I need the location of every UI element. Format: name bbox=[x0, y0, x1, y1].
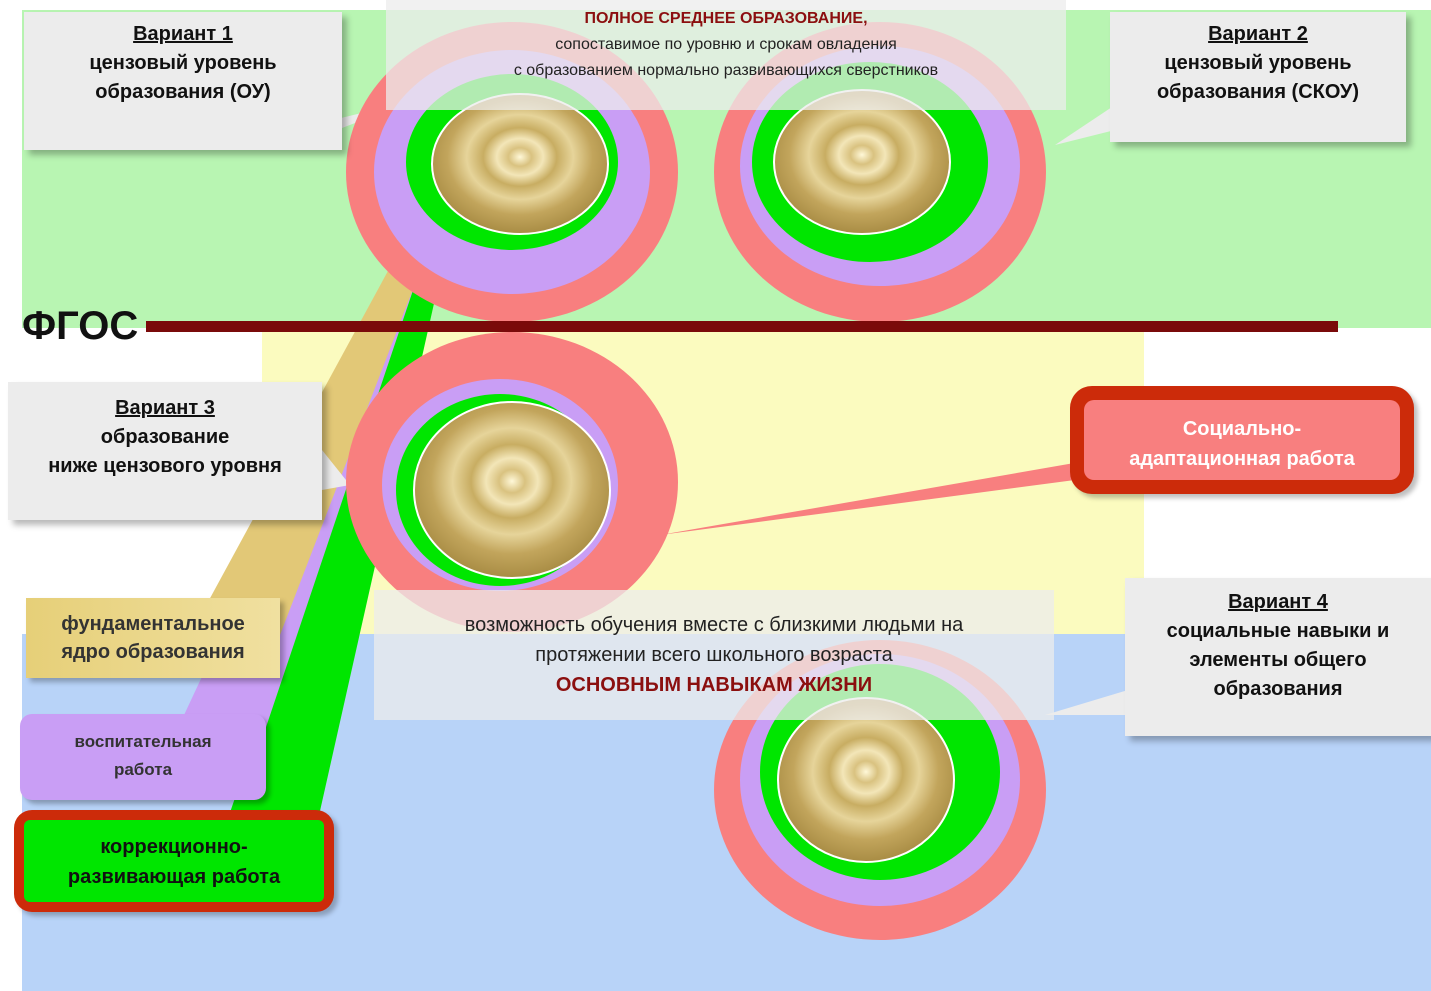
top-caption-line1: сопоставимое по уровню и срокам овладени… bbox=[555, 36, 897, 53]
variant-3-title: Вариант 3 bbox=[115, 397, 215, 419]
variant-1-title: Вариант 1 bbox=[133, 23, 233, 45]
fgos-line bbox=[146, 321, 1338, 332]
variant-3-line2: ниже цензового уровня bbox=[48, 455, 282, 477]
legend-social-adaptation: Социально- адаптационная работа bbox=[1070, 386, 1414, 494]
correction-inner: коррекционно- развивающая работа bbox=[24, 820, 324, 902]
pointer-social bbox=[660, 462, 1090, 535]
legend-educational-work: воспитательная работа bbox=[20, 714, 266, 800]
variant-4-title: Вариант 4 bbox=[1228, 591, 1328, 613]
bottom-caption-headline: ОСНОВНЫМ НАВЫКАМ ЖИЗНИ bbox=[555, 674, 873, 696]
variant-3-line1: образование bbox=[100, 426, 230, 448]
correction-line2: развивающая работа bbox=[67, 866, 281, 888]
educational-line1: воспитательная bbox=[74, 732, 212, 751]
fundamental-line2: ядро образования bbox=[61, 641, 245, 663]
top-caption-headline: ПОЛНОЕ СРЕДНЕЕ ОБРАЗОВАНИЕ, bbox=[584, 10, 868, 27]
bottom-caption-line1: возможность обучения вместе с близкими л… bbox=[464, 614, 964, 636]
variant-2-line2: образования (СКОУ) bbox=[1156, 81, 1360, 103]
callout-variant-2: Вариант 2 цензовый уровень образования (… bbox=[1110, 12, 1406, 142]
pointer-v3 bbox=[322, 450, 350, 490]
top-caption: ПОЛНОЕ СРЕДНЕЕ ОБРАЗОВАНИЕ, сопоставимое… bbox=[386, 0, 1066, 110]
legend-correction-work: коррекционно- развивающая работа bbox=[14, 810, 334, 912]
callout-variant-1: Вариант 1 цензовый уровень образования (… bbox=[24, 12, 342, 150]
variant-1-line2: образования (ОУ) bbox=[95, 81, 271, 103]
bottom-caption: возможность обучения вместе с близкими л… bbox=[374, 590, 1054, 720]
bottom-caption-line2: протяжении всего школьного возраста bbox=[535, 644, 893, 666]
social-inner: Социально- адаптационная работа bbox=[1084, 400, 1400, 480]
circle-variant-3 bbox=[346, 332, 678, 632]
social-line2: адаптационная работа bbox=[1129, 448, 1355, 470]
variant-1-line1: цензовый уровень bbox=[89, 52, 277, 74]
correction-line1: коррекционно- bbox=[100, 836, 248, 858]
variant-2-line1: цензовый уровень bbox=[1164, 52, 1352, 74]
callout-variant-3: Вариант 3 образование ниже цензового уро… bbox=[8, 382, 322, 520]
social-line1: Социально- bbox=[1182, 418, 1302, 440]
variant-4-line2: элементы общего bbox=[1189, 649, 1367, 671]
legend-fundamental-core: фундаментальное ядро образования bbox=[26, 598, 280, 678]
variant-4-line3: образования bbox=[1213, 678, 1343, 700]
callout-variant-4: Вариант 4 социальные навыки и элементы о… bbox=[1125, 578, 1431, 736]
top-caption-line2: с образованием нормально развивающихся с… bbox=[513, 62, 939, 79]
educational-line2: работа bbox=[113, 760, 173, 779]
variant-2-title: Вариант 2 bbox=[1208, 23, 1308, 45]
pointer-v4 bbox=[1045, 690, 1128, 715]
fundamental-line1: фундаментальное bbox=[61, 613, 245, 635]
variant-4-line1: социальные навыки и bbox=[1166, 620, 1390, 642]
fgos-label: ФГОС bbox=[22, 304, 139, 348]
pointer-v2 bbox=[1055, 105, 1115, 145]
